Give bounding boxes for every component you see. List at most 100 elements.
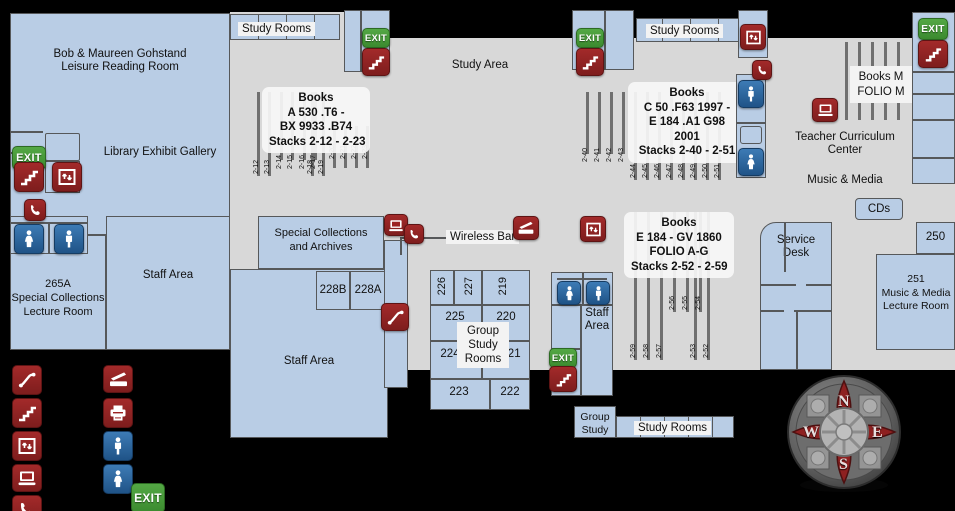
- room-right-strip-a[interactable]: [912, 72, 955, 94]
- exit-icon-top-mid[interactable]: EXIT: [576, 28, 604, 48]
- label-room-223: 223: [449, 386, 469, 398]
- label-228b: 228B: [319, 284, 347, 296]
- computer-icon-teacher-curriculum[interactable]: [812, 98, 838, 122]
- room-251-music-media-lecture[interactable]: [876, 254, 955, 350]
- legend-elevator-icon[interactable]: [12, 431, 42, 461]
- legend-phone-icon[interactable]: [12, 495, 42, 511]
- room-cds[interactable]: [855, 198, 903, 220]
- stack-label-2-59: 2-59: [630, 344, 637, 359]
- mens-restroom-icon-top-right[interactable]: [738, 80, 764, 108]
- label-staff-area-right: Staff Area: [584, 307, 610, 332]
- stack-label-2-44: 2-44: [630, 164, 637, 179]
- room-restroom-inner-small[interactable]: [740, 126, 762, 144]
- room-group-study-bottom[interactable]: [574, 406, 616, 438]
- stack-label-2-16: 2-16: [299, 155, 306, 170]
- compass-label-south: S: [839, 456, 848, 473]
- legend-exit-icon[interactable]: EXIT: [131, 483, 165, 511]
- phone-icon-special-collections[interactable]: [404, 224, 424, 244]
- compass-rose: N S E W: [783, 373, 905, 495]
- label-room-224: 224: [440, 348, 460, 360]
- stack-label-2-57: 2-57: [656, 344, 663, 359]
- room-228a[interactable]: [350, 271, 386, 310]
- stack-label-2-13: 2-13: [264, 160, 271, 175]
- elevator-icon-left[interactable]: [52, 162, 82, 192]
- stack-label-2-42: 2-42: [606, 148, 613, 163]
- wall-stair-exit-tm: [604, 10, 606, 70]
- mens-restroom-icon-left[interactable]: [54, 224, 84, 254]
- wall-rrtr-1: [736, 122, 766, 124]
- stack-label-2-43: 2-43: [618, 148, 625, 163]
- wall-stair-exit-tl: [360, 10, 362, 72]
- scanner-icon-wireless-bar[interactable]: [513, 216, 539, 240]
- wall-gs-h1: [430, 304, 530, 306]
- mens-restroom-glyph: [748, 86, 754, 102]
- legend-stairs-icon[interactable]: [12, 398, 42, 428]
- label-room-222: 222: [500, 386, 520, 398]
- wall-service-5: [796, 310, 798, 370]
- label-teacher-curriculum-center: Teacher Curriculum Center: [795, 131, 895, 156]
- room-gohstand-leisure-reading[interactable]: [10, 13, 230, 235]
- callout-stacks-2-40-2-51: Books C 50 .F63 1997 - E 184 .A1 G98 200…: [628, 82, 746, 163]
- womens-restroom-icon-staff[interactable]: [557, 281, 581, 305]
- label-special-collections: Special Collections and Archives: [274, 227, 368, 253]
- room-right-strip-b[interactable]: [912, 94, 955, 120]
- womens-restroom-icon-top-right[interactable]: [738, 148, 764, 176]
- stack-label-2-15: 2-15: [287, 155, 294, 170]
- phone-icon-top-right[interactable]: [752, 60, 772, 80]
- stairs-icon-top-mid[interactable]: [576, 48, 604, 76]
- exit-icon-staff-block[interactable]: EXIT: [549, 348, 577, 368]
- legend-printer-icon[interactable]: [103, 398, 133, 428]
- stack-bar-2-41: [598, 92, 601, 154]
- stairs-glyph: [582, 56, 599, 70]
- label-study-area: Study Area: [451, 59, 509, 71]
- label-251-music-media-lecture: 251 Music & Media Lecture Room: [881, 273, 951, 312]
- stack-bar-2-40: [586, 92, 589, 154]
- room-250[interactable]: [916, 222, 955, 254]
- legend-escalator-icon[interactable]: [12, 365, 42, 395]
- wall-left-1: [10, 131, 43, 133]
- stairs-icon-top-left[interactable]: [362, 48, 390, 76]
- elevator-glyph: [58, 169, 76, 185]
- stairs-glyph: [19, 406, 36, 422]
- label-staff-area-left: Staff Area: [142, 269, 194, 281]
- printer-glyph: [110, 405, 126, 421]
- exit-icon-top-left[interactable]: EXIT: [362, 28, 390, 48]
- legend-scanner-icon[interactable]: [103, 365, 133, 393]
- stairs-icon-top-right[interactable]: [918, 40, 948, 68]
- escalator-glyph: [387, 310, 404, 325]
- legend-mens-restroom-icon[interactable]: [103, 431, 133, 461]
- elevator-icon-top-right[interactable]: [740, 24, 766, 50]
- stack-label-2-56: 2-56: [669, 296, 676, 311]
- room-228b[interactable]: [316, 271, 350, 310]
- exit-icon-top-right[interactable]: EXIT: [918, 18, 948, 40]
- stairs-icon-staff-block[interactable]: [549, 366, 577, 392]
- label-room-226: 226: [436, 277, 448, 296]
- elevator-icon-mid[interactable]: [580, 216, 606, 242]
- room-staff-area-left[interactable]: [106, 216, 230, 350]
- wall-sarb-h2: [557, 278, 607, 280]
- stack-label-2-46: 2-46: [654, 164, 661, 179]
- legend-womens-restroom-icon[interactable]: [103, 464, 133, 494]
- compass-label-west: W: [803, 424, 819, 441]
- room-special-collections[interactable]: [258, 216, 384, 269]
- stack-label-2-14: 2-14: [276, 155, 283, 170]
- womens-restroom-icon-left[interactable]: [14, 224, 44, 254]
- compass-label-north: N: [838, 393, 850, 410]
- mens-restroom-icon-staff[interactable]: [586, 281, 610, 305]
- wall-service-3: [760, 310, 784, 312]
- computer-icon-special-collections[interactable]: [384, 214, 408, 236]
- label-wireless-bar: Wireless Bar: [446, 230, 520, 244]
- legend-computer-icon[interactable]: [12, 464, 42, 492]
- wall-service-6: [784, 222, 786, 272]
- room-right-strip-c[interactable]: [912, 120, 955, 158]
- room-left-small-a[interactable]: [45, 133, 80, 161]
- wall-sarb-v1: [582, 272, 584, 304]
- label-study-rooms-top-left: Study Rooms: [238, 22, 316, 36]
- stairs-icon-left[interactable]: [14, 162, 44, 192]
- phone-icon-left[interactable]: [24, 199, 46, 221]
- stack-label-2-55: 2-55: [682, 296, 689, 311]
- wall-restroom-top-left: [10, 222, 88, 224]
- escalator-icon-mid[interactable]: [381, 303, 409, 331]
- room-right-strip-d[interactable]: [912, 158, 955, 184]
- phone-glyph: [758, 65, 766, 74]
